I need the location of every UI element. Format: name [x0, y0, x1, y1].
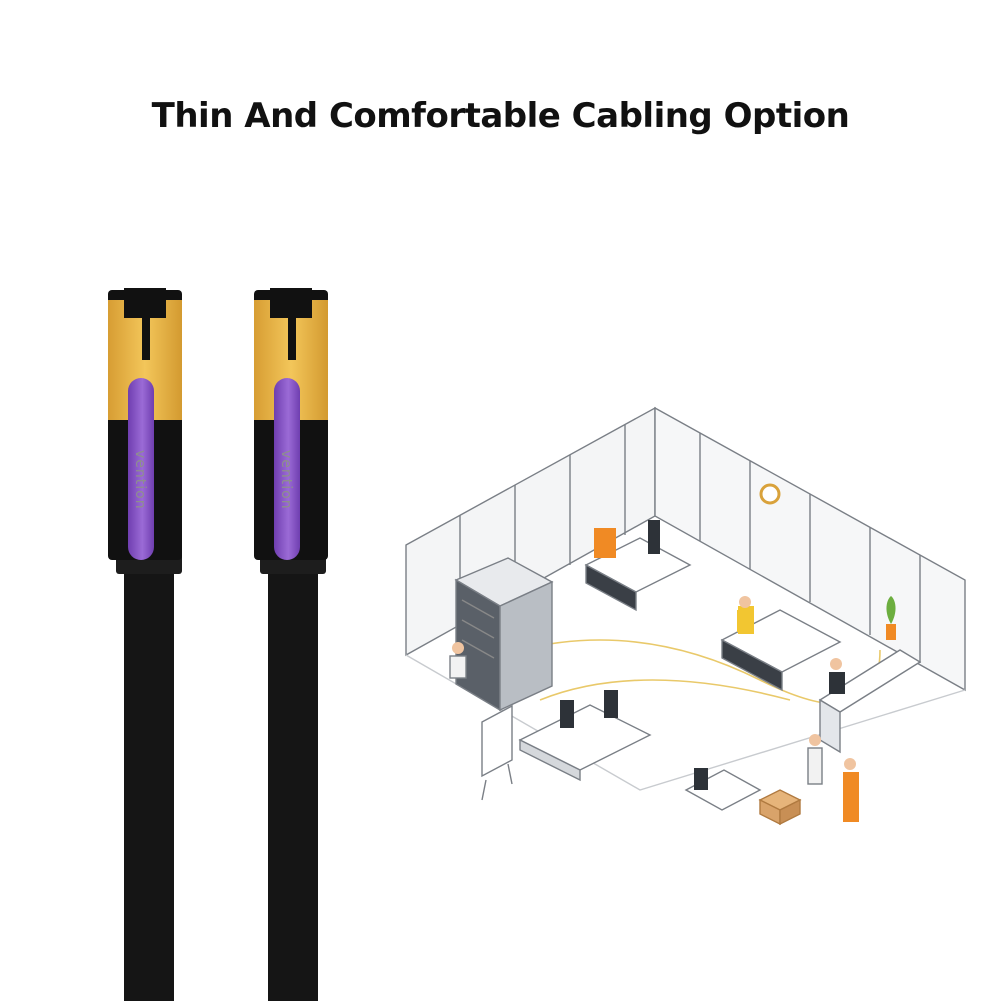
- connector-right: vention: [254, 288, 328, 1001]
- clock-icon: [759, 483, 781, 505]
- page-headline: Thin And Comfortable Cabling Option: [151, 96, 850, 136]
- connector-right-brand: vention: [278, 450, 294, 510]
- connector-left-brand: vention: [132, 450, 148, 510]
- connector-left: vention: [108, 288, 182, 1001]
- office-illustration: [405, 406, 966, 826]
